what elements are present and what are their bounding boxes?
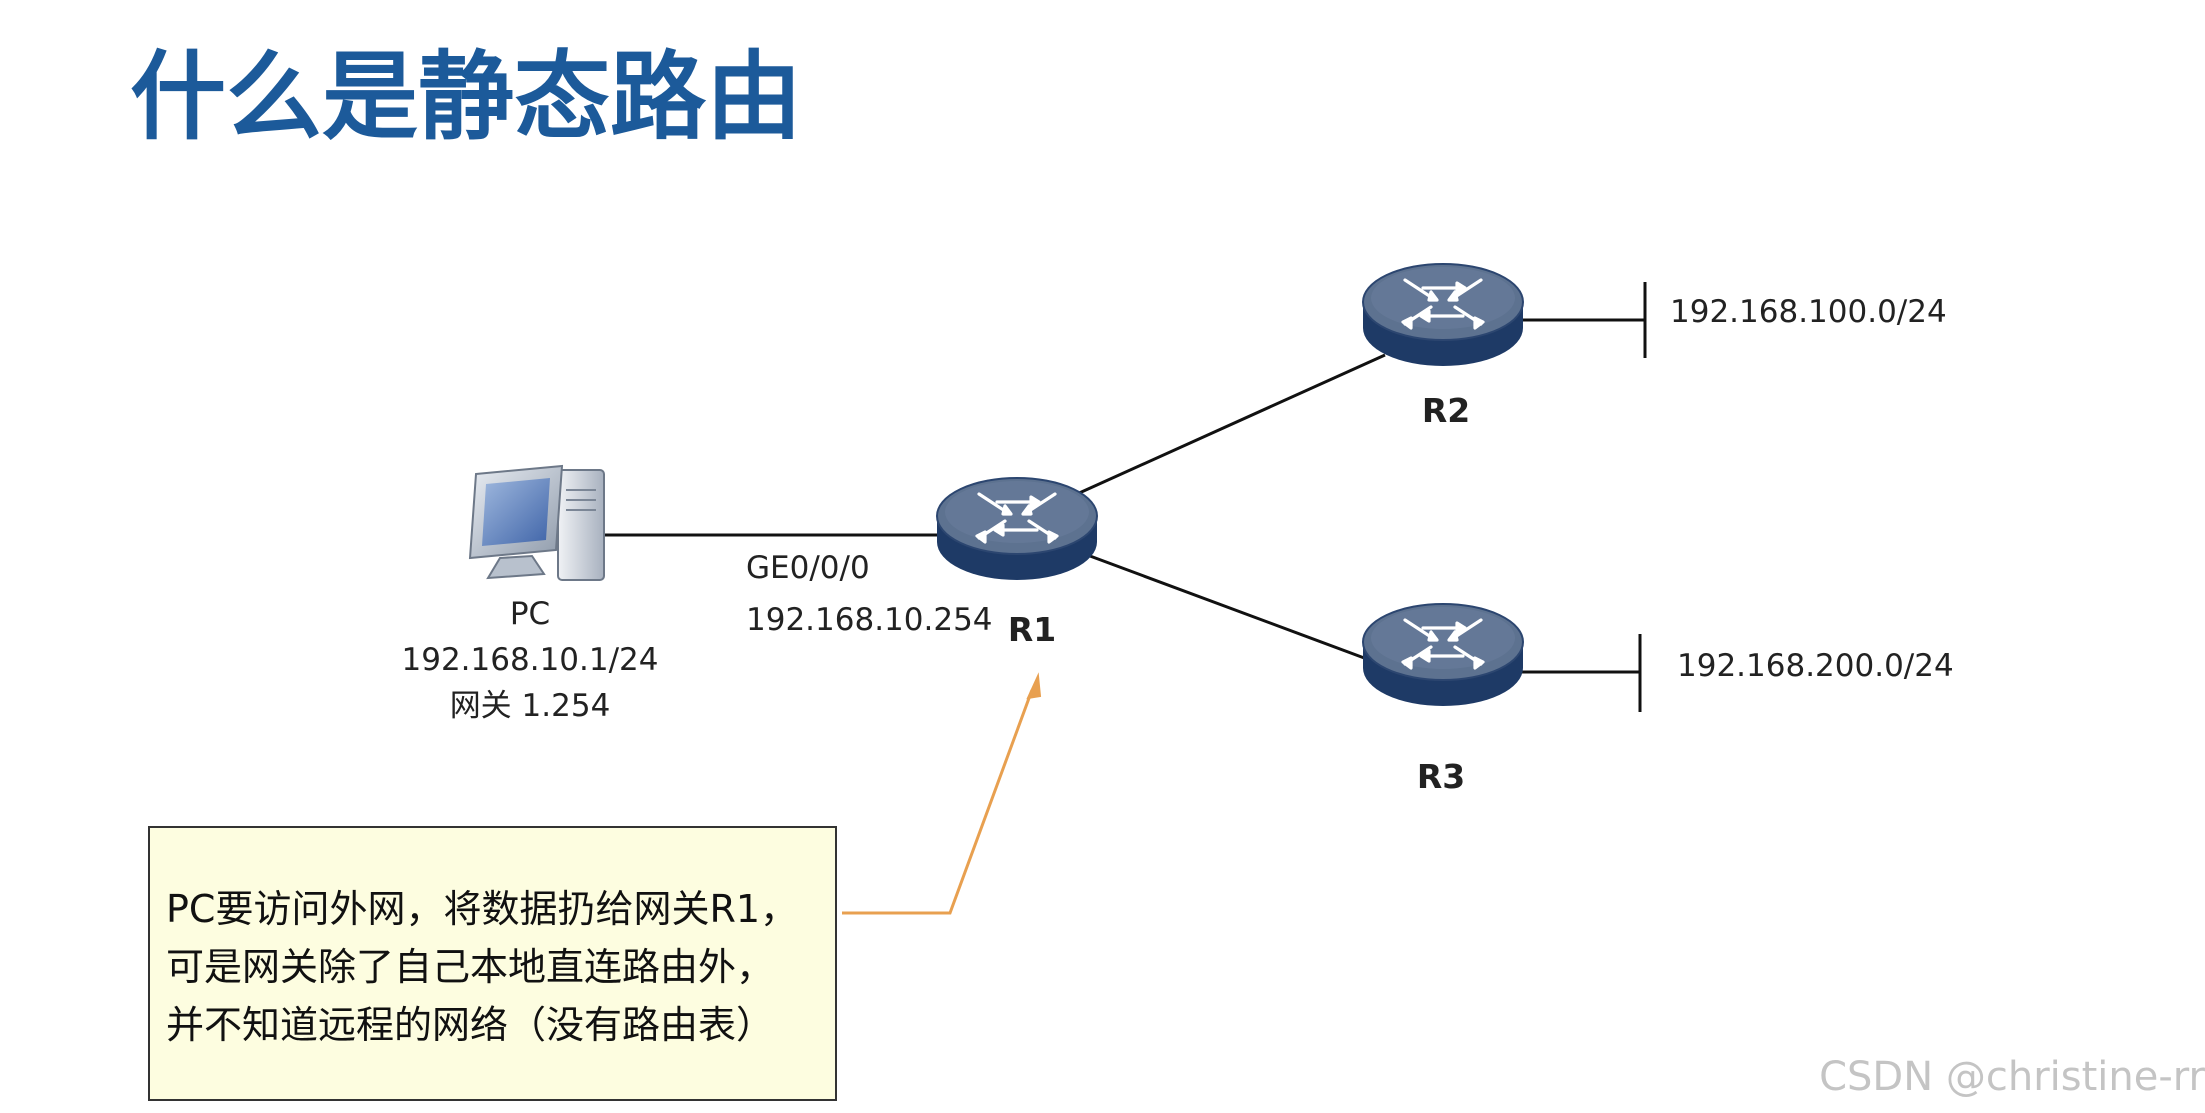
page-title: 什么是静态路由	[130, 41, 802, 153]
router-icon-r3	[1361, 602, 1525, 708]
watermark: CSDN @christine-rr	[1819, 1054, 2205, 1100]
r3-name-label: R3	[1417, 757, 1465, 796]
router-icon-r2	[1361, 262, 1525, 368]
r1-name-label: R1	[1008, 610, 1056, 649]
note-box	[148, 826, 837, 1101]
pc-gateway-label: 网关 1.254	[450, 688, 611, 724]
note-line-1: PC要访问外网，将数据扔给网关R1，	[166, 887, 798, 931]
pc-name-label: PC	[510, 596, 550, 632]
r2-name-label: R2	[1422, 391, 1470, 430]
r1-interface-label: GE0/0/0	[746, 550, 870, 586]
pc-ip-label: 192.168.10.1/24	[402, 642, 659, 678]
callout-arrow	[842, 672, 1042, 915]
callout-note: PC要访问外网，将数据扔给网关R1， 可是网关除了自己本地直连路由外， 并不知道…	[148, 826, 837, 1101]
note-line-2: 可是网关除了自己本地直连路由外，	[166, 945, 774, 989]
r3-network-label: 192.168.200.0/24	[1677, 648, 1954, 684]
note-line-3: 并不知道远程的网络（没有路由表）	[166, 1003, 774, 1047]
r2-network-label: 192.168.100.0/24	[1670, 294, 1947, 330]
link-r1-r2	[1076, 353, 1386, 496]
router-icon-r1	[935, 476, 1099, 582]
link-r1-r3	[1089, 554, 1376, 664]
pc-icon	[468, 464, 605, 581]
r1-ip-label: 192.168.10.254	[746, 602, 993, 638]
